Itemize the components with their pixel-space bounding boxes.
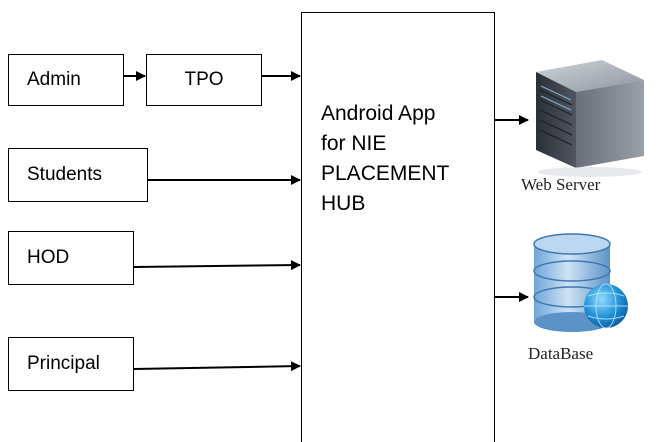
hod-box: HOD [8,231,134,285]
arrow-principal-to-app [133,361,301,372]
admin-box: Admin [8,54,124,106]
database-caption: DataBase [528,344,594,363]
students-label: Students [27,164,102,185]
arrow-hod-to-app [133,260,301,271]
principal-box: Principal [8,337,134,391]
web-server-caption: Web Server [521,175,601,194]
app-label-line-3: PLACEMENT [321,162,450,185]
app-label-line-1: Android App [321,102,436,125]
database-globe-icon [533,233,628,332]
students-box: Students [8,148,148,202]
android-app-box: Android App for NIE PLACEMENT HUB [301,12,495,442]
app-label-line-2: for NIE [321,132,387,155]
tpo-box: TPO [146,54,262,106]
admin-label: Admin [27,69,81,90]
web-server-icon [536,60,644,177]
hod-label: HOD [27,247,70,268]
tpo-label: TPO [184,69,224,90]
app-label-line-4: HUB [321,192,366,215]
android-app-label: Android App for NIE PLACEMENT HUB [321,99,449,219]
principal-label: Principal [27,353,100,374]
